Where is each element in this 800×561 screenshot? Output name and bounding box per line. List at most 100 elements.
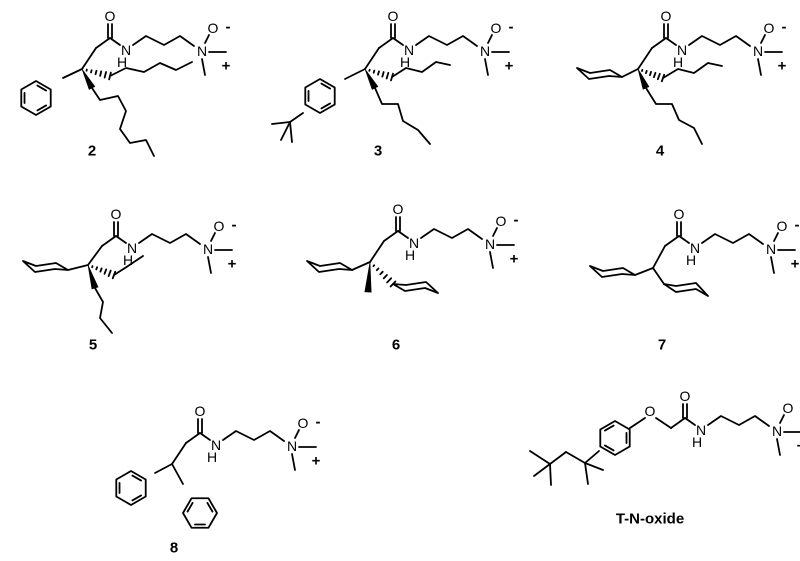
hash <box>649 70 652 77</box>
pentyl-chain <box>109 61 193 77</box>
negative-charge: - <box>514 212 519 229</box>
double-bond <box>131 474 143 482</box>
bond-o-ch2 <box>655 417 672 429</box>
bond-q-chex <box>351 261 371 271</box>
compound-label: 2 <box>88 143 96 160</box>
bond-co-n <box>397 230 409 239</box>
bond-ch2-co <box>95 37 111 49</box>
negative-charge: - <box>232 217 237 234</box>
propyl-linker <box>420 228 483 240</box>
methyl-bond <box>529 450 551 465</box>
bond-q-ch2 <box>369 240 385 263</box>
bond-co-n <box>665 37 677 46</box>
methyl-bond <box>201 58 206 76</box>
phenyl-ring-1-ring <box>115 470 147 506</box>
hash <box>375 267 380 272</box>
hashed-bond <box>85 68 112 81</box>
bond-q-ph2 <box>171 463 184 485</box>
oxide-oxygen: O <box>214 218 225 234</box>
bond-n-o <box>773 232 779 242</box>
bond-n-o <box>492 227 498 237</box>
hash <box>645 70 648 74</box>
double-bond <box>320 102 332 110</box>
aryl-ring <box>599 420 631 456</box>
cyclohexyl-ring <box>22 260 69 273</box>
bond-q-chex <box>621 68 639 78</box>
cyclohexyl-ring-left-ring <box>589 265 636 278</box>
hashed-bond <box>641 69 666 83</box>
bond-n-o <box>294 429 300 439</box>
methyl-bond <box>489 251 494 269</box>
phenyl-ring <box>20 80 52 116</box>
hash <box>385 71 390 80</box>
wedge-bond <box>364 68 379 90</box>
amide-nitrogen: N <box>211 437 221 453</box>
hash <box>372 264 376 267</box>
bond-co-n <box>678 235 690 244</box>
hash <box>99 70 103 77</box>
carbonyl-oxygen: O <box>393 201 404 217</box>
bond-co-n <box>109 37 121 46</box>
amide-hydrogen: H <box>686 252 696 268</box>
double-bond <box>36 104 48 112</box>
methyl-bond <box>776 438 781 456</box>
propyl-linker <box>688 35 751 47</box>
bond-q-ch2 <box>637 47 653 70</box>
negative-charge: - <box>795 217 800 234</box>
bond-n-o <box>779 414 785 424</box>
aryl-ring-ring <box>599 420 631 456</box>
cyclohexyl-ring-left-ring <box>306 260 353 273</box>
compound-label: 8 <box>170 540 178 557</box>
hash <box>95 266 98 271</box>
oxide-oxygen: O <box>496 213 507 229</box>
phenyl-ring-2 <box>182 497 218 529</box>
aryl-ring-ring <box>304 78 336 114</box>
methyl-bond <box>271 121 291 125</box>
aryl-ring <box>304 78 336 114</box>
amide-hydrogen: H <box>117 54 127 70</box>
hash <box>382 274 388 280</box>
methyl-bond <box>291 453 296 471</box>
cyclohexyl-ring-right-ring <box>663 282 709 297</box>
amide-nitrogen: N <box>404 42 414 58</box>
amide-nitrogen: N <box>690 240 700 256</box>
bond-co-n <box>392 37 404 46</box>
ether-oxygen: O <box>645 403 656 419</box>
propyl-linker <box>707 415 770 427</box>
propyl-linker <box>415 35 478 47</box>
bond-q-ch2 <box>171 442 187 465</box>
positive-charge: + <box>312 453 321 470</box>
methyl-bond <box>280 121 291 141</box>
amide-hydrogen: H <box>692 434 702 450</box>
negative-charge: - <box>782 19 787 36</box>
amine-oxide-nitrogen: N <box>287 438 297 454</box>
hash <box>94 69 98 76</box>
negative-charge: - <box>316 414 321 431</box>
positive-charge: + <box>791 256 800 273</box>
compound-label: 7 <box>658 337 666 354</box>
positive-charge: + <box>505 58 514 75</box>
hash <box>99 267 103 273</box>
hash <box>372 69 376 74</box>
bond-q-ph1 <box>154 463 173 474</box>
amide-hydrogen: H <box>123 252 133 268</box>
bond-ch2-q2 <box>549 451 567 465</box>
compound-label: 5 <box>89 337 97 354</box>
double-bond <box>36 84 48 92</box>
bond-n-o <box>760 34 766 44</box>
bond-ch2-co <box>101 235 117 247</box>
propyl-linker <box>701 233 764 245</box>
compound-label: 6 <box>392 337 400 354</box>
bond-ring-o <box>629 417 646 429</box>
